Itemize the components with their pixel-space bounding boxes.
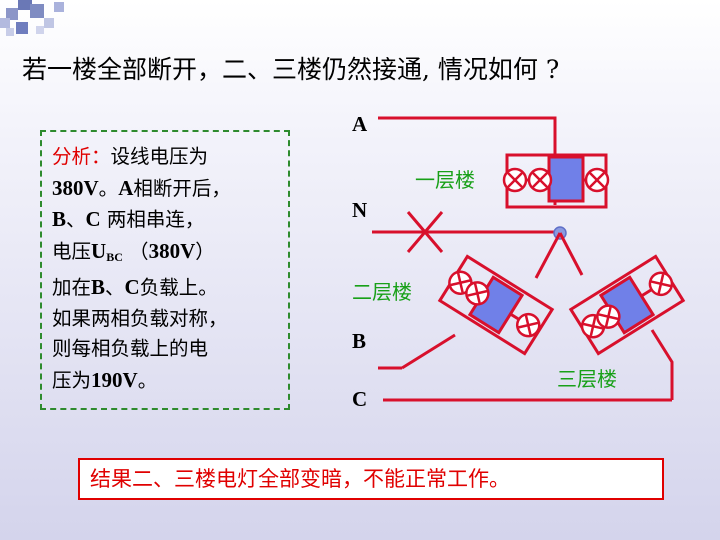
analysis-text: 负载上。 xyxy=(139,276,218,299)
analysis-voltage: 380V xyxy=(148,238,196,263)
analysis-text: 压为 xyxy=(52,368,92,392)
label-floor3: 三层楼 xyxy=(557,367,617,391)
analysis-voltage: 380V xyxy=(52,175,99,200)
label-c: C xyxy=(352,387,367,411)
label-n: N xyxy=(352,198,367,222)
analysis-text: （ xyxy=(122,239,149,263)
analysis-text: 。 xyxy=(137,368,158,392)
analysis-text: 两相串连， xyxy=(100,208,205,231)
label-floor1: 一层楼 xyxy=(415,168,475,192)
analysis-prefix: 分析： xyxy=(52,145,111,168)
analysis-line-1: 设线电压为 xyxy=(110,145,209,168)
analysis-phase: A xyxy=(118,175,134,200)
analysis-text: 相断开后， xyxy=(133,176,231,200)
analysis-phase: C xyxy=(124,275,140,299)
neutral-wire xyxy=(372,211,567,253)
analysis-phase: B xyxy=(52,207,67,231)
analysis-line-7: 则每相负载上的电 xyxy=(52,337,209,360)
analysis-text: 、 xyxy=(105,276,125,299)
label-floor2: 二层楼 xyxy=(352,280,412,304)
floor1-load xyxy=(502,153,610,209)
analysis-phase: C xyxy=(85,207,101,231)
analysis-text: 、 xyxy=(66,208,86,231)
corner-decoration xyxy=(0,0,64,36)
analysis-voltage: 190V xyxy=(91,367,138,392)
analysis-line-6: 如果两相负载对称， xyxy=(52,306,228,330)
analysis-symbol: U xyxy=(91,238,107,263)
result-box: 结果二、三楼电灯全部变暗，不能正常工作。 xyxy=(78,458,664,500)
analysis-text: 加在 xyxy=(52,276,92,299)
question-text: 若一楼全部断开，二、三楼仍然接通, 情况如何 ? xyxy=(22,55,560,84)
analysis-box: 分析：设线电压为 380V。A相断开后， B、C 两相串连， 电压UBC （38… xyxy=(40,130,290,410)
floor3-load xyxy=(558,232,686,400)
analysis-text: 。 xyxy=(98,176,119,200)
label-a: A xyxy=(352,112,368,136)
analysis-phase: B xyxy=(91,275,106,299)
analysis-text: ） xyxy=(195,239,215,263)
analysis-text: 电压 xyxy=(52,239,92,263)
analysis-subscript: BC xyxy=(106,249,123,264)
label-b: B xyxy=(352,329,366,353)
floor2-load xyxy=(401,232,562,370)
